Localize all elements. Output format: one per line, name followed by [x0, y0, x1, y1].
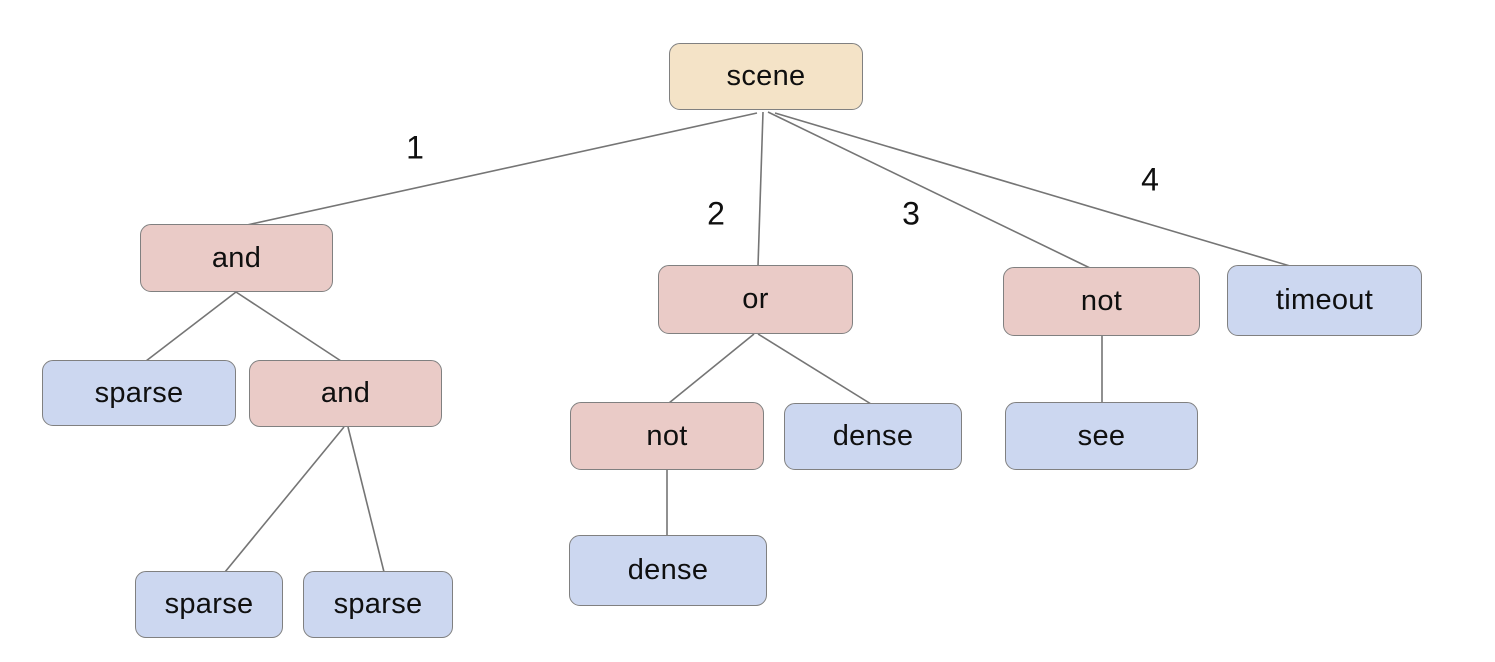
node-not-1: not [1003, 267, 1200, 336]
edge-and2-sparse3 [347, 426, 385, 573]
node-label: dense [832, 420, 914, 452]
node-label: not [646, 419, 688, 452]
edge-and2-sparse2 [224, 426, 345, 573]
edge-or-dense [757, 333, 872, 405]
node-label: not [1080, 285, 1123, 317]
node-sparse-3: sparse [303, 571, 453, 638]
edge-label-2: 2 [707, 195, 725, 232]
node-label: sparse [164, 588, 254, 620]
node-sparse-2: sparse [135, 571, 283, 638]
node-label: scene [726, 60, 806, 92]
edge-and-sparse [145, 291, 237, 362]
node-label: sparse [94, 376, 184, 409]
node-label: see [1077, 419, 1126, 452]
node-label: sparse [333, 588, 423, 620]
node-label: and [211, 241, 262, 274]
edge-scene-or [757, 111, 764, 267]
edge-or-not2 [668, 333, 755, 404]
node-and-1: and [140, 224, 333, 292]
edge-label-4: 4 [1141, 161, 1159, 198]
node-label: or [742, 283, 769, 315]
node-not-2: not [570, 402, 764, 470]
edge-label-3: 3 [902, 195, 920, 232]
node-dense-1: dense [784, 403, 962, 470]
edge-and-and [235, 291, 342, 362]
node-label: and [320, 377, 371, 409]
node-label: dense [627, 554, 709, 586]
node-label: timeout [1275, 284, 1374, 316]
node-or: or [658, 265, 853, 334]
edge-scene-timeout [774, 112, 1291, 267]
node-timeout: timeout [1227, 265, 1422, 336]
node-dense-2: dense [569, 535, 767, 606]
edge-label-1: 1 [406, 129, 424, 166]
edge-scene-not [767, 111, 1091, 269]
node-see: see [1005, 402, 1198, 470]
node-scene: scene [669, 43, 863, 110]
node-sparse-1: sparse [42, 360, 236, 426]
node-and-2: and [249, 360, 442, 427]
edge-scene-and [246, 112, 758, 226]
